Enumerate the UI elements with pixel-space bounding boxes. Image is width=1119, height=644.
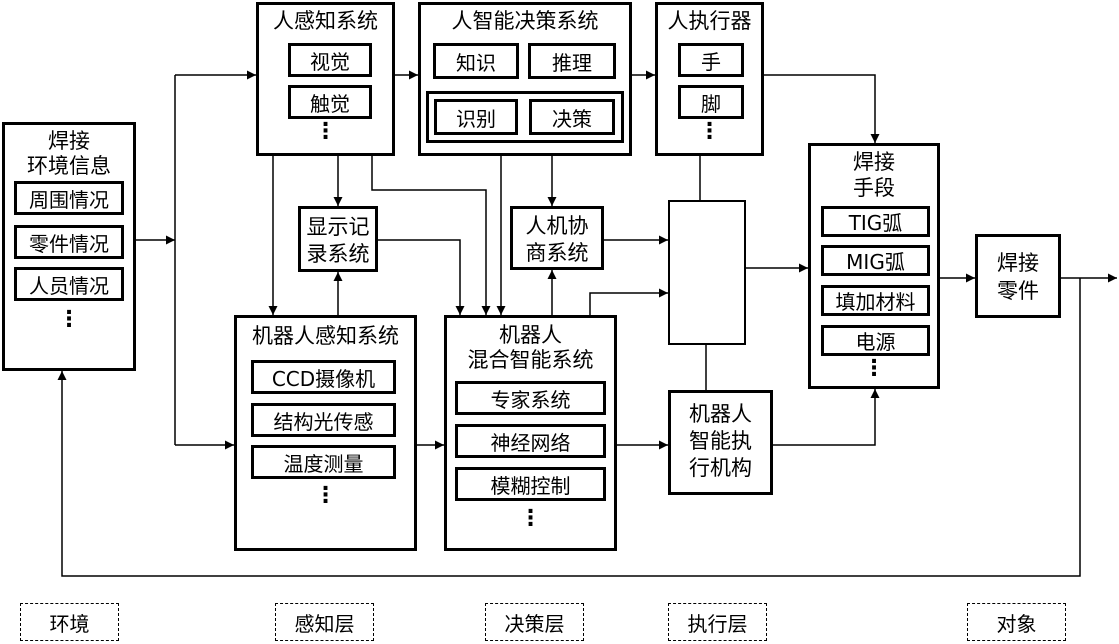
power-supply-item: 电源: [821, 325, 930, 356]
human-perception-title: 人感知系统: [273, 9, 378, 33]
parts-status-item: 零件情况: [14, 225, 124, 259]
robot-perception-box: 机器人感知系统 CCD摄像机 结构光传感 温度测量 ⋮: [234, 315, 417, 551]
layer-object: 对象: [967, 603, 1066, 641]
welding-part-line1: 焊接: [997, 251, 1039, 275]
knowledge-item: 知识: [433, 43, 519, 79]
robot-executor-to-means-line: [773, 389, 880, 446]
mig-arc-item: MIG弧: [821, 245, 930, 276]
hand-item: 手: [678, 43, 744, 77]
display-record-line2: 录系统: [306, 242, 370, 266]
recognition-decision-group: 识别 决策: [426, 91, 624, 143]
coop-line2: 商系统: [525, 241, 589, 265]
display-to-hybrid-line: [378, 239, 465, 315]
robot-executor-line1: 机器人: [689, 402, 752, 426]
surroundings-item: 周围情况: [14, 181, 124, 215]
welding-means-box: 焊接 手段 TIG弧 MIG弧 填加材料 电源 ⋮: [808, 143, 940, 389]
human-decision-title: 人智能决策系统: [451, 9, 599, 33]
layer-decision: 决策层: [485, 603, 584, 641]
ccd-camera-item: CCD摄像机: [251, 360, 396, 394]
human-executor-title: 人执行器: [667, 9, 752, 33]
human-decision-box: 人智能决策系统 知识 推理 识别 决策: [418, 2, 632, 156]
layer-environment: 环境: [20, 603, 119, 641]
human-perception-to-hybrid-line: [371, 156, 491, 315]
human-perception-ellipsis: ⋮: [314, 119, 337, 144]
human-perception-box: 人感知系统 视觉 触觉 ⋮: [256, 2, 395, 156]
touch-item: 触觉: [288, 85, 372, 119]
robot-perception-ellipsis: ⋮: [314, 483, 337, 508]
vision-item: 视觉: [288, 43, 372, 77]
welding-part-line2: 零件: [997, 279, 1039, 303]
filler-material-item: 填加材料: [821, 285, 930, 316]
fuzzy-control-item: 模糊控制: [455, 467, 606, 501]
feedback-loop-line: [57, 278, 1081, 577]
tig-arc-item: TIG弧: [821, 206, 930, 237]
human-executor-ellipsis: ⋮: [698, 119, 721, 144]
robot-hybrid-title-line1: 机器人: [499, 323, 562, 347]
welding-means-title-line1: 焊接: [853, 150, 895, 174]
welding-means-title-line2: 手段: [853, 176, 895, 200]
decision-item: 决策: [529, 99, 615, 135]
foot-item: 脚: [678, 85, 744, 119]
layer-execution: 执行层: [668, 603, 767, 641]
robot-executor-box: 机器人 智能执 行机构: [668, 390, 773, 495]
human-executor-box: 人执行器 手 脚 ⋮: [655, 2, 764, 156]
expert-system-item: 专家系统: [455, 381, 606, 415]
temperature-item: 温度测量: [251, 445, 396, 479]
robot-perception-title: 机器人感知系统: [252, 324, 399, 348]
display-record-line1: 显示记: [306, 215, 370, 239]
robot-executor-line3: 行机构: [689, 456, 752, 480]
robot-hybrid-ellipsis: ⋮: [519, 506, 542, 531]
environment-ellipsis: ⋮: [58, 307, 80, 332]
welding-means-ellipsis: ⋮: [863, 356, 885, 381]
layer-perception: 感知层: [275, 603, 374, 641]
executor-to-means-line: [746, 74, 880, 143]
environment-info-box: 焊接 环境信息 周围情况 零件情况 人员情况 ⋮: [2, 122, 136, 371]
human-machine-coop-box: 人机协 商系统: [510, 206, 604, 270]
display-record-system-box: 显示记 录系统: [298, 206, 378, 272]
personnel-status-item: 人员情况: [14, 267, 124, 301]
welding-part-box: 焊接 零件: [975, 234, 1061, 318]
neural-network-item: 神经网络: [455, 424, 606, 458]
environment-title-line2: 环境信息: [27, 154, 111, 178]
robot-hybrid-intelligence-box: 机器人 混合智能系统 专家系统 神经网络 模糊控制 ⋮: [444, 315, 617, 551]
coop-line1: 人机协: [525, 214, 589, 238]
reasoning-item: 推理: [528, 43, 616, 79]
robot-executor-line2: 智能执: [689, 429, 752, 453]
environment-title-line1: 焊接: [48, 129, 90, 153]
recognition-item: 识别: [434, 99, 518, 135]
switch-box: [668, 200, 746, 345]
structured-light-item: 结构光传感: [251, 403, 396, 437]
hybrid-to-switch-line: [589, 288, 668, 315]
robot-hybrid-title-line2: 混合智能系统: [467, 348, 594, 372]
